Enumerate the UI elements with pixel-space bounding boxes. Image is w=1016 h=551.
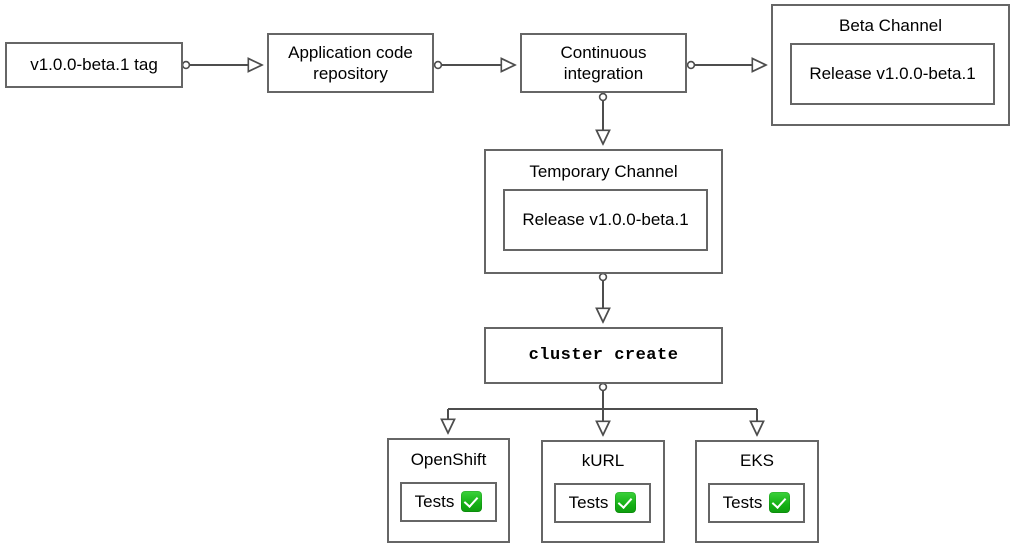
node-repo-label-line2: repository (313, 64, 388, 83)
edge-source-dot (598, 382, 608, 392)
beta-channel-release-label: Release v1.0.0-beta.1 (809, 64, 976, 84)
eks-title: EKS (739, 451, 775, 470)
temporary-channel-release-box[interactable]: Release v1.0.0-beta.1 (503, 189, 708, 251)
node-openshift[interactable]: OpenShift Tests (387, 438, 510, 543)
node-ci-label-line2: integration (563, 64, 644, 83)
node-cluster-create[interactable]: cluster create (484, 327, 723, 384)
check-mark-button-icon (769, 492, 791, 514)
temporary-channel-title: Temporary Channel (529, 162, 678, 181)
node-ci-label-line1: Continuous (560, 42, 647, 62)
check-mark-button-icon (461, 491, 483, 513)
beta-channel-release-box[interactable]: Release v1.0.0-beta.1 (790, 43, 995, 105)
openshift-tests-label: Tests (414, 492, 455, 512)
openshift-title: OpenShift (410, 450, 487, 469)
edge-source-dot (433, 60, 443, 70)
edge-source-dot (598, 272, 608, 282)
eks-tests-label: Tests (722, 493, 763, 513)
kurl-tests-label: Tests (568, 493, 609, 513)
kurl-tests-box[interactable]: Tests (554, 483, 651, 523)
node-beta-channel[interactable]: Beta Channel Release v1.0.0-beta.1 (771, 4, 1010, 126)
eks-tests-box[interactable]: Tests (708, 483, 805, 523)
kurl-title: kURL (581, 451, 625, 470)
node-tag[interactable]: v1.0.0-beta.1 tag (5, 42, 183, 88)
node-application-code-repository[interactable]: Application code repository (267, 33, 434, 93)
node-eks[interactable]: EKS Tests (695, 440, 819, 543)
node-cluster-create-label: cluster create (528, 345, 679, 365)
node-kurl[interactable]: kURL Tests (541, 440, 665, 543)
node-repo-label-line1: Application code (288, 42, 413, 62)
node-tag-label: v1.0.0-beta.1 tag (30, 55, 158, 75)
beta-channel-title: Beta Channel (838, 16, 943, 35)
check-mark-button-icon (615, 492, 637, 514)
edge-source-dot (686, 60, 696, 70)
openshift-tests-box[interactable]: Tests (400, 482, 497, 522)
temporary-channel-release-label: Release v1.0.0-beta.1 (522, 210, 689, 230)
edge-source-dot (598, 92, 608, 102)
node-temporary-channel[interactable]: Temporary Channel Release v1.0.0-beta.1 (484, 149, 723, 274)
edge-source-dot (181, 60, 191, 70)
node-continuous-integration[interactable]: Continuous integration (520, 33, 687, 93)
